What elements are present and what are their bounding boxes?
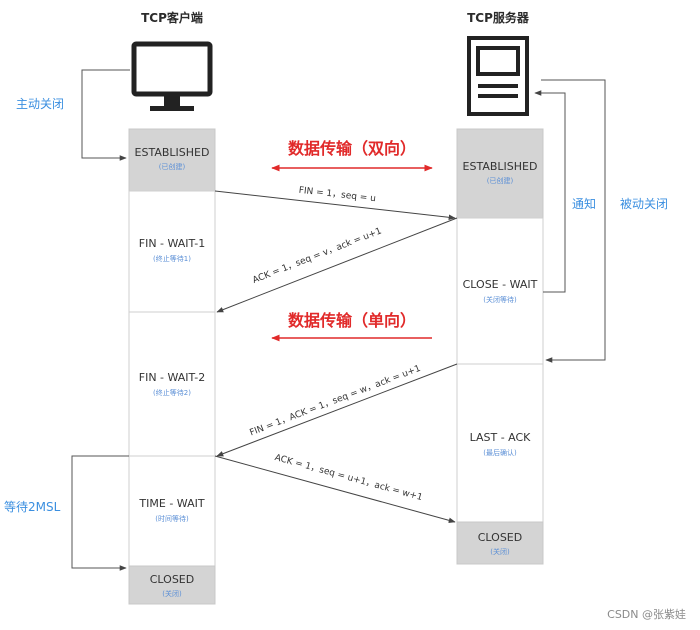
transfer-unidirectional-label: 数据传输（单向） <box>288 311 416 330</box>
client-timeline: ESTABLISHED (已创建) FIN - WAIT-1 (终止等待1) F… <box>128 128 216 605</box>
wait-2msl-connector <box>71 455 129 571</box>
server-state-label: CLOSE - WAIT <box>463 278 538 291</box>
passive-close-connector <box>541 79 606 363</box>
client-state-label: TIME - WAIT <box>138 497 204 510</box>
client-title: TCP客户端 <box>141 10 203 25</box>
document-icon <box>467 36 529 116</box>
active-close-label: 主动关闭 <box>16 97 64 111</box>
final-ack-arrow <box>214 455 456 524</box>
client-state-time-wait-box <box>128 455 216 567</box>
server-state-established-box <box>456 128 544 219</box>
server-state-label: CLOSED <box>478 531 522 544</box>
server-state-sub: (已创建) <box>487 176 514 185</box>
server-state-sub: (关闭等待) <box>483 295 517 304</box>
client-state-sub: (终止等待1) <box>153 254 191 263</box>
fin-arrow <box>214 190 456 221</box>
notify-label: 通知 <box>572 197 596 211</box>
client-state-closed-box <box>128 565 216 605</box>
client-state-fin-wait1-box <box>128 190 216 313</box>
server-state-close-wait-box <box>456 217 544 365</box>
server-state-label: ESTABLISHED <box>463 160 538 173</box>
ack-message: ACK = 1，seq = v，ack = u+1 <box>251 226 383 286</box>
server-state-sub: (关闭) <box>490 547 510 556</box>
wait-2msl-label: 等待2MSL <box>4 500 61 514</box>
server-state-label: LAST - ACK <box>470 431 532 444</box>
client-state-sub: (终止等待2) <box>153 388 191 397</box>
server-timeline: ESTABLISHED (已创建) CLOSE - WAIT (关闭等待) LA… <box>456 128 544 565</box>
monitor-icon <box>131 41 213 111</box>
client-state-label: CLOSED <box>150 573 194 586</box>
client-state-label: ESTABLISHED <box>135 146 210 159</box>
client-state-sub: (时间等待) <box>155 514 189 523</box>
client-state-sub: (已创建) <box>159 162 186 171</box>
ack-arrow <box>216 217 458 313</box>
client-state-sub: (关闭) <box>162 589 182 598</box>
active-close-connector <box>81 69 130 161</box>
client-state-label: FIN - WAIT-1 <box>139 237 205 250</box>
watermark: CSDN @张紫娃 <box>607 608 686 621</box>
client-state-fin-wait2-box <box>128 311 216 457</box>
fin-ack-arrow <box>216 363 458 457</box>
server-state-last-ack-box <box>456 363 544 523</box>
fin-ack-message: FIN = 1，ACK = 1，seq = w，ack = u+1 <box>248 364 422 439</box>
server-state-sub: (最后确认) <box>483 448 517 457</box>
server-title: TCP服务器 <box>467 10 530 25</box>
transfer-bidirectional-label: 数据传输（双向） <box>288 139 416 158</box>
client-state-established-box <box>128 128 216 192</box>
passive-close-label: 被动关闭 <box>620 197 668 211</box>
client-state-label: FIN - WAIT-2 <box>139 371 205 384</box>
notify-connector <box>534 90 566 293</box>
server-state-closed-box <box>456 521 544 565</box>
